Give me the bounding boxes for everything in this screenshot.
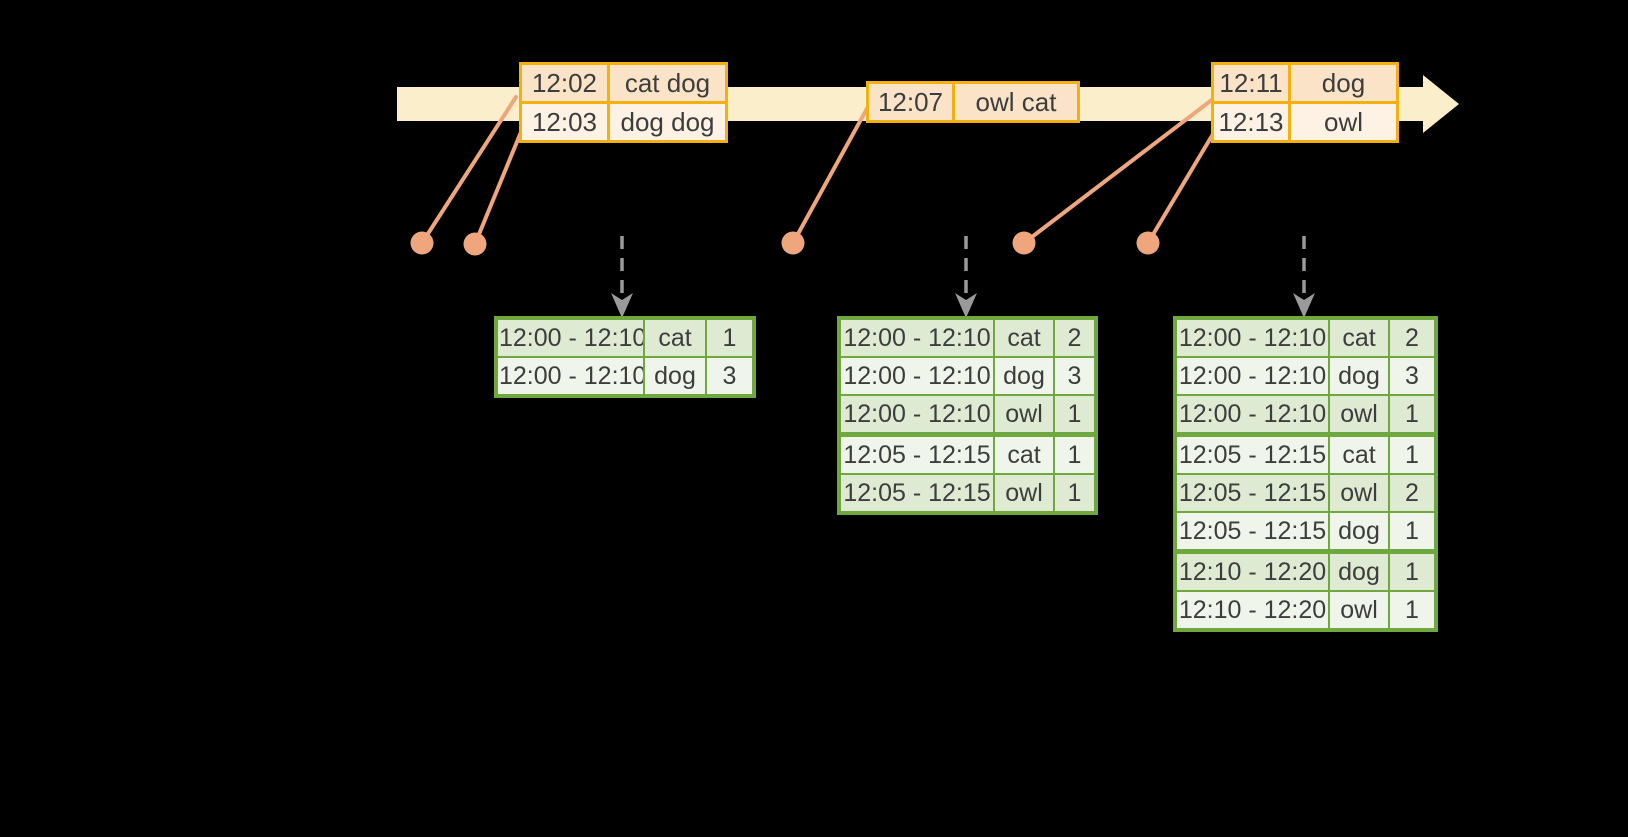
word-cell: owl <box>993 473 1055 514</box>
window-cell: 12:10 - 12:20 <box>1174 590 1330 631</box>
window-cell: 12:05 - 12:15 <box>1174 473 1330 513</box>
event-row: 12:07 owl cat <box>866 81 1080 123</box>
count-cell: 1 <box>1388 511 1437 553</box>
event-table-3: 12:11 dog 12:13 owl <box>1211 62 1399 143</box>
word-cell: cat <box>993 432 1055 475</box>
word-cell: dog <box>1328 511 1390 553</box>
word-cell: dog <box>993 356 1055 396</box>
count-cell: 3 <box>1388 356 1437 396</box>
event-table-2: 12:07 owl cat <box>866 81 1080 123</box>
result-row: 12:05 - 12:15 dog 1 <box>1174 511 1437 553</box>
word-cell: owl <box>1328 394 1390 436</box>
event-connector-line <box>473 130 523 246</box>
window-cell: 12:00 - 12:10 <box>838 394 995 436</box>
result-row: 12:10 - 12:20 dog 1 <box>1174 549 1437 592</box>
event-words-cell: cat dog <box>607 62 728 104</box>
window-cell: 12:00 - 12:10 <box>1174 356 1330 396</box>
trigger-arrowhead-icon <box>611 293 633 318</box>
event-time-cell: 12:11 <box>1211 62 1291 104</box>
result-row: 12:05 - 12:15 owl 1 <box>838 473 1097 514</box>
event-table-1: 12:02 cat dog 12:03 dog dog <box>519 62 728 143</box>
window-cell: 12:05 - 12:15 <box>838 473 995 514</box>
count-cell: 2 <box>1053 317 1097 358</box>
result-row: 12:00 - 12:10 dog 3 <box>838 356 1097 396</box>
window-cell: 12:00 - 12:10 <box>495 356 645 397</box>
count-cell: 1 <box>1388 432 1437 475</box>
window-cell: 12:05 - 12:15 <box>1174 432 1330 475</box>
count-cell: 3 <box>1053 356 1097 396</box>
word-cell: cat <box>1328 432 1390 475</box>
event-words-cell: dog <box>1288 62 1399 104</box>
word-cell: owl <box>1328 473 1390 513</box>
window-cell: 12:05 - 12:15 <box>838 432 995 475</box>
word-cell: owl <box>1328 590 1390 631</box>
result-row: 12:00 - 12:10 dog 3 <box>495 356 755 397</box>
event-dot <box>1136 231 1160 255</box>
word-cell: dog <box>1328 549 1390 592</box>
word-cell: dog <box>643 356 707 397</box>
timeline-arrowhead-icon <box>1423 75 1459 133</box>
result-row: 12:05 - 12:15 cat 1 <box>1174 432 1437 475</box>
event-dot <box>1012 231 1036 255</box>
window-cell: 12:00 - 12:10 <box>838 356 995 396</box>
event-row: 12:03 dog dog <box>519 101 728 143</box>
event-connector-line <box>420 95 518 245</box>
event-words-cell: owl cat <box>952 81 1080 123</box>
result-table-3: 12:00 - 12:10 cat 2 12:00 - 12:10 dog 3 … <box>1173 316 1438 632</box>
result-row: 12:05 - 12:15 cat 1 <box>838 432 1097 475</box>
count-cell: 2 <box>1388 473 1437 513</box>
result-row: 12:00 - 12:10 cat 2 <box>838 317 1097 358</box>
count-cell: 1 <box>1388 549 1437 592</box>
event-dot <box>410 231 434 255</box>
word-cell: dog <box>1328 356 1390 396</box>
event-dot <box>781 231 805 255</box>
count-cell: 1 <box>705 317 755 358</box>
result-table-1: 12:00 - 12:10 cat 1 12:00 - 12:10 dog 3 <box>494 316 756 398</box>
window-cell: 12:00 - 12:10 <box>1174 317 1330 358</box>
word-cell: cat <box>1328 317 1390 358</box>
event-time-cell: 12:13 <box>1211 101 1291 143</box>
trigger-arrowhead-icon <box>955 293 977 318</box>
count-cell: 2 <box>1388 317 1437 358</box>
event-connector-line <box>791 103 871 245</box>
event-row: 12:11 dog <box>1211 62 1399 104</box>
count-cell: 1 <box>1388 590 1437 631</box>
count-cell: 1 <box>1053 432 1097 475</box>
event-words-cell: dog dog <box>607 101 728 143</box>
result-row: 12:05 - 12:15 owl 2 <box>1174 473 1437 513</box>
result-row: 12:00 - 12:10 cat 2 <box>1174 317 1437 358</box>
window-cell: 12:10 - 12:20 <box>1174 549 1330 592</box>
event-time-cell: 12:07 <box>866 81 955 123</box>
result-row: 12:10 - 12:20 owl 1 <box>1174 590 1437 631</box>
count-cell: 3 <box>705 356 755 397</box>
event-connector-line <box>1146 132 1215 245</box>
word-cell: cat <box>993 317 1055 358</box>
event-row: 12:13 owl <box>1211 101 1399 143</box>
event-time-cell: 12:03 <box>519 101 610 143</box>
event-time-cell: 12:02 <box>519 62 610 104</box>
window-cell: 12:00 - 12:10 <box>1174 394 1330 436</box>
result-row: 12:00 - 12:10 cat 1 <box>495 317 755 358</box>
event-connector-line <box>1022 97 1215 245</box>
result-table-2: 12:00 - 12:10 cat 2 12:00 - 12:10 dog 3 … <box>837 316 1098 515</box>
trigger-arrowhead-icon <box>1293 293 1315 318</box>
result-row: 12:00 - 12:10 owl 1 <box>838 394 1097 436</box>
window-cell: 12:00 - 12:10 <box>495 317 645 358</box>
window-cell: 12:00 - 12:10 <box>838 317 995 358</box>
count-cell: 1 <box>1053 473 1097 514</box>
event-words-cell: owl <box>1288 101 1399 143</box>
word-cell: owl <box>993 394 1055 436</box>
result-row: 12:00 - 12:10 owl 1 <box>1174 394 1437 436</box>
event-row: 12:02 cat dog <box>519 62 728 104</box>
event-dot <box>463 232 487 256</box>
count-cell: 1 <box>1388 394 1437 436</box>
window-cell: 12:05 - 12:15 <box>1174 511 1330 553</box>
result-row: 12:00 - 12:10 dog 3 <box>1174 356 1437 396</box>
word-cell: cat <box>643 317 707 358</box>
count-cell: 1 <box>1053 394 1097 436</box>
